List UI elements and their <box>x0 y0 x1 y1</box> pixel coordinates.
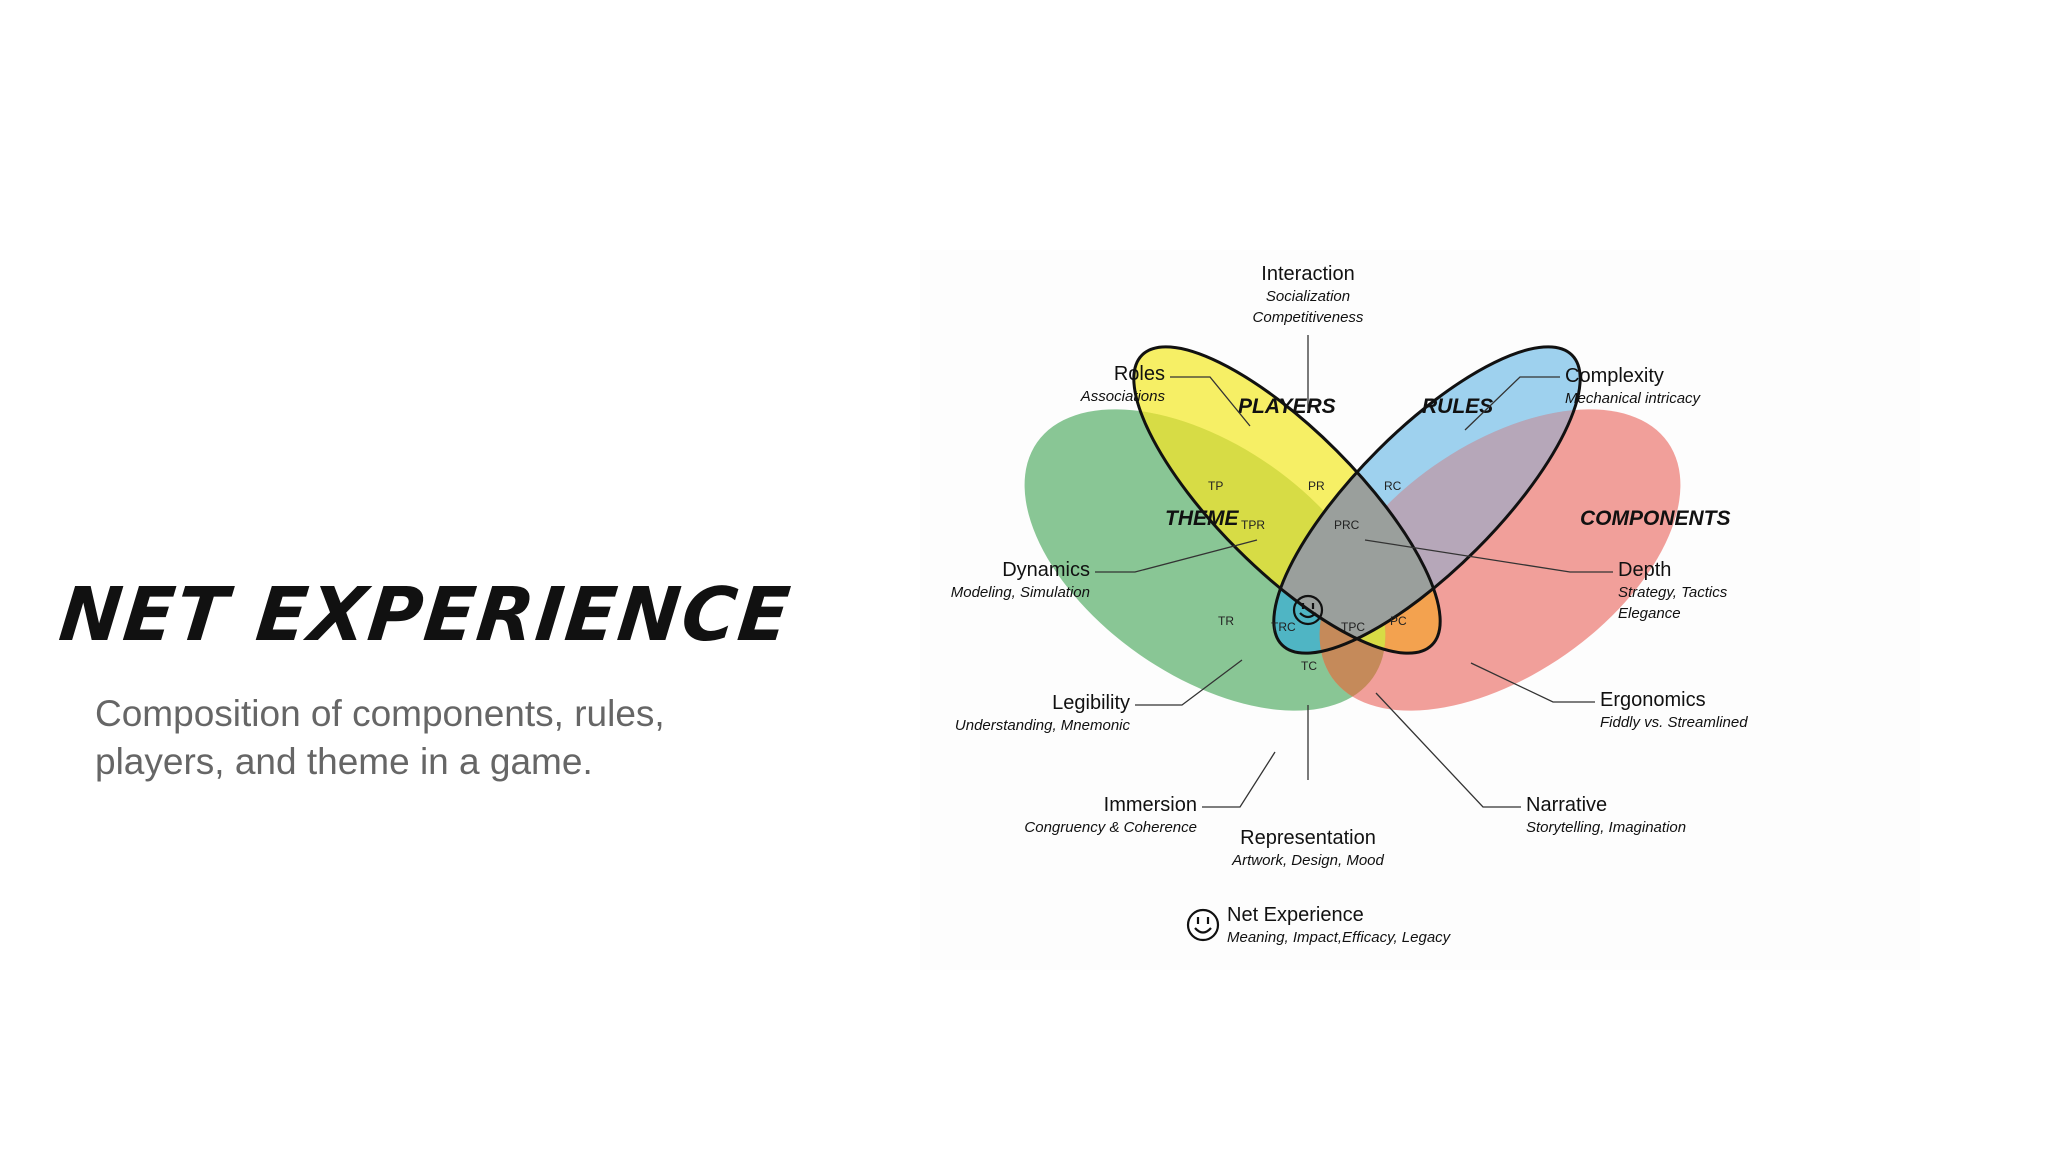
callout-interaction-sub1: Socialization <box>1266 288 1350 305</box>
leader-legibility <box>1135 659 1243 706</box>
set-rules-outline <box>1272 345 1582 655</box>
region-label-tc: TC <box>1301 659 1317 673</box>
callout-depth-title: Depth <box>1618 559 1671 581</box>
callout-depth-sub1: Strategy, Tactics <box>1618 584 1728 601</box>
set-players-outline <box>1132 345 1442 655</box>
callout-immersion-sub: Congruency & Coherence <box>1024 819 1197 836</box>
callout-ergonomics: Ergonomics Fiddly vs. Streamlined <box>1600 689 1748 731</box>
callout-representation-title: Representation <box>1240 827 1376 849</box>
leader-roles <box>1170 376 1251 427</box>
legend-title: Net Experience <box>1227 904 1364 926</box>
legend-smiley-icon <box>1186 908 1220 942</box>
callout-complexity-sub: Mechanical intricacy <box>1565 390 1702 407</box>
region-label-tpc: TPC <box>1341 620 1365 634</box>
callout-immersion-title: Immersion <box>1104 794 1197 816</box>
region-label-trc: TRC <box>1271 620 1296 634</box>
callout-ergonomics-title: Ergonomics <box>1600 689 1706 711</box>
leader-dynamics <box>1095 539 1258 573</box>
region-label-tp: TP <box>1208 479 1223 493</box>
callout-dynamics-sub: Modeling, Simulation <box>951 584 1090 601</box>
callout-ergonomics-sub: Fiddly vs. Streamlined <box>1600 714 1748 731</box>
slide-title: NET EXPERIENCE <box>55 572 796 658</box>
set-label-rules: RULES <box>1422 395 1493 418</box>
callout-legibility: Legibility Understanding, Mnemonic <box>955 692 1131 734</box>
region-label-tpr: TPR <box>1241 518 1265 532</box>
leader-depth <box>1364 539 1613 573</box>
region-label-pc: PC <box>1390 614 1407 628</box>
leader-narrative <box>1375 692 1521 808</box>
set-label-theme: THEME <box>1165 507 1239 530</box>
callout-narrative: Narrative Storytelling, Imagination <box>1526 794 1686 836</box>
set-label-components: COMPONENTS <box>1580 507 1731 530</box>
callout-narrative-sub: Storytelling, Imagination <box>1526 819 1686 836</box>
region-label-prc: PRC <box>1334 518 1360 532</box>
callout-interaction-sub2: Competitiveness <box>1253 309 1364 326</box>
legend-net-experience: Net Experience Meaning, Impact,Efficacy,… <box>1186 904 1452 946</box>
callout-roles-title: Roles <box>1114 363 1165 385</box>
callout-roles: Roles Associations <box>1080 363 1166 405</box>
callout-representation-sub: Artwork, Design, Mood <box>1231 852 1384 869</box>
callout-narrative-title: Narrative <box>1526 794 1607 816</box>
set-label-players: PLAYERS <box>1238 395 1336 418</box>
callout-interaction: Interaction Socialization Competitivenes… <box>1253 263 1364 326</box>
leader-immersion <box>1202 751 1276 808</box>
callout-depth: Depth Strategy, Tactics Elegance <box>1618 559 1728 622</box>
callout-dynamics-title: Dynamics <box>1002 559 1090 581</box>
callout-dynamics: Dynamics Modeling, Simulation <box>951 559 1090 601</box>
center-smiley-icon <box>1292 594 1324 626</box>
leader-complexity <box>1464 376 1560 431</box>
callout-representation: Representation Artwork, Design, Mood <box>1231 827 1384 869</box>
callout-complexity-title: Complexity <box>1565 365 1664 387</box>
venn-diagram: PLAYERS RULES THEME COMPONENTS PR TP RC … <box>920 250 1920 970</box>
callout-interaction-title: Interaction <box>1261 263 1354 285</box>
callout-roles-sub: Associations <box>1080 388 1166 405</box>
leader-ergonomics <box>1470 662 1595 703</box>
callout-complexity: Complexity Mechanical intricacy <box>1565 365 1702 407</box>
venn-diagram-svg: PLAYERS RULES THEME COMPONENTS PR TP RC … <box>951 263 1748 946</box>
callout-legibility-sub: Understanding, Mnemonic <box>955 717 1131 734</box>
region-label-rc: RC <box>1384 479 1402 493</box>
legend-sub: Meaning, Impact,Efficacy, Legacy <box>1227 929 1452 946</box>
callout-immersion: Immersion Congruency & Coherence <box>1024 794 1197 836</box>
callout-legibility-title: Legibility <box>1052 692 1130 714</box>
region-label-pr: PR <box>1308 479 1325 493</box>
region-label-tr: TR <box>1218 614 1234 628</box>
slide-subtitle: Composition of components, rules, player… <box>95 693 665 782</box>
callout-depth-sub2: Elegance <box>1618 605 1681 622</box>
